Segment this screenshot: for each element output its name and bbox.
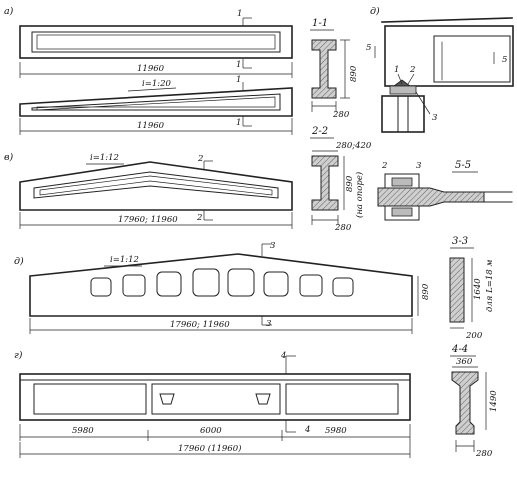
section-4-4-width: 280 bbox=[475, 449, 493, 459]
section-2-2: 2-2 280;420 890 (на опоре) 280 bbox=[310, 126, 372, 233]
label-g: г) bbox=[14, 350, 23, 361]
section-4-4-top: 360 bbox=[456, 357, 473, 367]
beam-5-dim-a: 5980 bbox=[72, 426, 94, 436]
beam-4-slope: i=1:12 bbox=[110, 255, 139, 265]
section-3-3-note: для L=18 м bbox=[485, 260, 495, 312]
section-1-1-width: 280 bbox=[332, 110, 350, 120]
mark-2-bottom: 2 bbox=[196, 213, 202, 223]
mark-1-top: 1 bbox=[237, 9, 242, 19]
label-detail: д) bbox=[370, 6, 380, 17]
beam-5-length: 17960 (11960) bbox=[178, 443, 241, 454]
label-a: а) bbox=[4, 6, 14, 17]
mark-3-bottom: 3 bbox=[266, 319, 271, 329]
section-5-5-title: 5-5 bbox=[455, 160, 471, 171]
section-4-4-title: 4-4 bbox=[451, 344, 468, 355]
beam-2-length: 11960 bbox=[137, 121, 165, 131]
mark-3-top: 3 bbox=[270, 241, 275, 251]
section-2-2-title: 2-2 bbox=[311, 126, 328, 137]
beam-4-height: 890 bbox=[421, 283, 431, 300]
callout-2: 2 bbox=[409, 65, 415, 75]
section-1-1-height: 890 bbox=[349, 65, 359, 82]
beam-3-slope: i=1:12 bbox=[90, 153, 119, 163]
callout-3b: 3 bbox=[416, 161, 421, 171]
section-3-3-height: 1640 bbox=[473, 278, 483, 300]
beam-1: а) 1 1 11960 bbox=[4, 6, 293, 78]
mark-1-high: 1 bbox=[236, 75, 241, 85]
callout-2b: 2 bbox=[381, 161, 387, 171]
mark-1-bottom: 1 bbox=[236, 60, 241, 70]
section-4-4-height: 1490 bbox=[489, 390, 499, 412]
beam-2-slope: i=1:20 bbox=[142, 79, 172, 89]
callout-1: 1 bbox=[394, 65, 399, 75]
mark-2-top: 2 bbox=[197, 154, 203, 164]
section-4-4: 4-4 360 1490 280 bbox=[450, 344, 499, 459]
label-d: д) bbox=[14, 256, 24, 267]
section-2-2-height: 890 bbox=[345, 175, 355, 192]
beam-4-openings bbox=[90, 268, 354, 297]
section-2-2-note: (на опоре) bbox=[354, 172, 365, 218]
beam-5-dim-c: 5980 bbox=[325, 426, 347, 436]
section-3-3-title: 3-3 bbox=[452, 236, 468, 247]
beam-1-length: 11960 bbox=[137, 64, 165, 74]
section-3-3-width: 200 bbox=[465, 331, 483, 341]
beam-5-dim-b: 6000 bbox=[200, 426, 222, 436]
beam-4: д) i=1:12 3 3 890 17960; 11960 bbox=[14, 241, 431, 334]
label-v: в) bbox=[4, 152, 14, 163]
beam-3: в) i=1:12 2 2 17960; 11960 bbox=[4, 152, 293, 229]
mark-4-bottom: 4 bbox=[304, 425, 310, 435]
section-3-3: 3-3 1640 для L=18 м 200 bbox=[449, 236, 495, 341]
mark-4-top: 4 bbox=[280, 351, 286, 361]
beam-5: г) 4 4 5980 6000 5980 17960 (11960) bbox=[14, 350, 411, 458]
section-2-2-width: 280 bbox=[334, 223, 352, 233]
callout-3: 3 bbox=[432, 113, 437, 123]
section-2-2-top: 280;420 bbox=[335, 141, 372, 151]
mark-1-low: 1 bbox=[236, 118, 241, 128]
section-1-1-title: 1-1 bbox=[312, 18, 328, 29]
mark-5-right: 5 bbox=[502, 55, 507, 65]
section-1-1: 1-1 890 280 bbox=[310, 18, 359, 120]
beam-3-length: 17960; 11960 bbox=[118, 215, 178, 225]
beam-4-length: 17960; 11960 bbox=[170, 320, 230, 330]
section-5-5: 5-5 2 3 bbox=[377, 160, 513, 221]
mark-5-left: 5 bbox=[366, 43, 371, 53]
support-detail: д) 5 5 1 2 3 bbox=[366, 6, 514, 133]
beam-2: i=1:20 1 1 11960 bbox=[19, 75, 293, 135]
